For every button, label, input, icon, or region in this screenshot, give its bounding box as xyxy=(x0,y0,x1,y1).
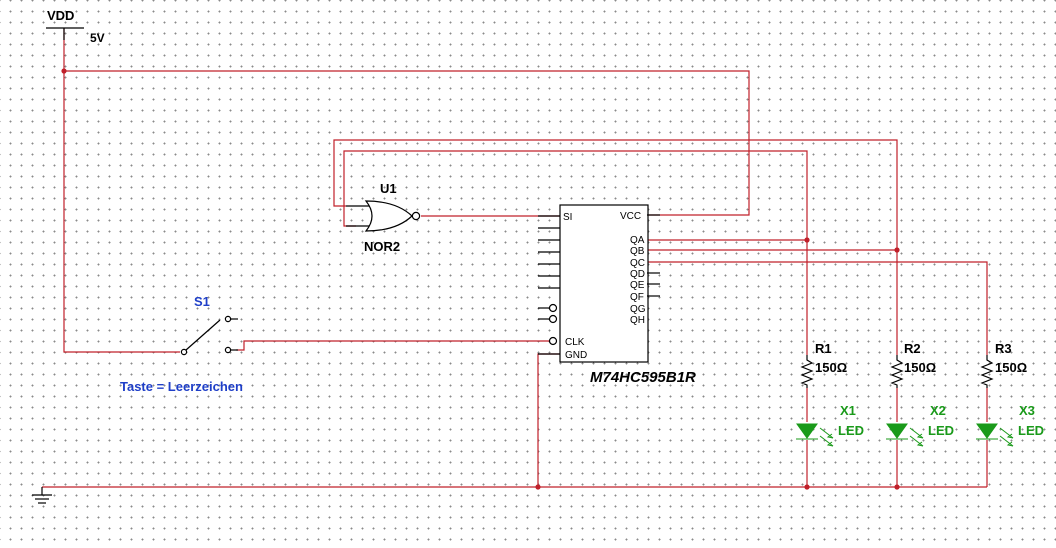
wire-qb-feedback[interactable] xyxy=(333,139,898,250)
wire-qc-to-r3[interactable] xyxy=(647,261,988,355)
pin-qd: QD xyxy=(630,269,645,280)
shift-register-ic[interactable]: SI CLK GND VCC QA QB QC QD QE QF QG QH M… xyxy=(538,204,696,386)
pin-clk: CLK xyxy=(565,337,585,348)
pin-qa: QA xyxy=(630,235,645,246)
resistor-value: 150Ω xyxy=(995,360,1027,375)
nor-gate-u1[interactable]: U1 NOR2 xyxy=(346,181,421,254)
led-type: LED xyxy=(838,423,864,438)
wire-qb-to-r2[interactable] xyxy=(647,249,898,355)
junction-dot xyxy=(535,484,541,490)
pin-qg: QG xyxy=(630,304,646,315)
ground-symbol[interactable] xyxy=(32,487,52,504)
junction-dot xyxy=(894,484,900,490)
led-x1[interactable]: X1 LED xyxy=(796,403,864,447)
resistor-ref: R2 xyxy=(904,341,921,356)
pin-vcc: VCC xyxy=(620,211,641,222)
vdd-voltage: 5V xyxy=(90,31,105,45)
led-type: LED xyxy=(928,423,954,438)
gate-type: NOR2 xyxy=(364,239,400,254)
switch-key-label: Taste = Leerzeichen xyxy=(120,379,243,394)
resistor-value: 150Ω xyxy=(904,360,936,375)
led-type: LED xyxy=(1018,423,1044,438)
junction-dot xyxy=(61,68,67,74)
vdd-source[interactable]: VDD 5V xyxy=(46,8,105,45)
resistor-ref: R3 xyxy=(995,341,1012,356)
led-x2[interactable]: X2 LED xyxy=(886,403,954,447)
resistor-r1[interactable]: R1 150Ω xyxy=(800,341,847,388)
gate-ref: U1 xyxy=(380,181,397,196)
wire-switch-to-clk[interactable] xyxy=(236,340,549,351)
wires xyxy=(42,28,988,488)
ic-part-number: M74HC595B1R xyxy=(590,369,696,386)
junction-dot xyxy=(804,484,810,490)
pin-si: SI xyxy=(563,212,572,223)
resistor-r2[interactable]: R2 150Ω xyxy=(890,341,936,388)
pin-qh: QH xyxy=(630,315,645,326)
pin-qb: QB xyxy=(630,246,645,257)
pin-qc: QC xyxy=(630,258,645,269)
led-ref: X2 xyxy=(930,403,946,418)
switch-s1[interactable]: S1 Taste = Leerzeichen xyxy=(120,294,243,394)
junction-dot xyxy=(804,237,810,243)
wire-gnd-pin[interactable] xyxy=(537,353,560,487)
wire-vdd-to-vcc[interactable] xyxy=(64,70,750,216)
pin-qe: QE xyxy=(630,280,645,291)
pin-gnd: GND xyxy=(565,350,587,361)
resistor-value: 150Ω xyxy=(815,360,847,375)
led-x3[interactable]: X3 LED xyxy=(976,403,1044,447)
led-ref: X1 xyxy=(840,403,856,418)
junctions xyxy=(61,68,900,490)
wire-qa-to-r1[interactable] xyxy=(647,239,808,355)
pin-qf: QF xyxy=(630,292,644,303)
resistor-r3[interactable]: R3 150Ω xyxy=(980,341,1027,388)
switch-ref: S1 xyxy=(194,294,210,309)
vdd-name: VDD xyxy=(47,8,74,23)
wire-vdd-to-switch[interactable] xyxy=(63,28,180,353)
led-ref: X3 xyxy=(1019,403,1035,418)
junction-dot xyxy=(894,247,900,253)
resistor-ref: R1 xyxy=(815,341,832,356)
